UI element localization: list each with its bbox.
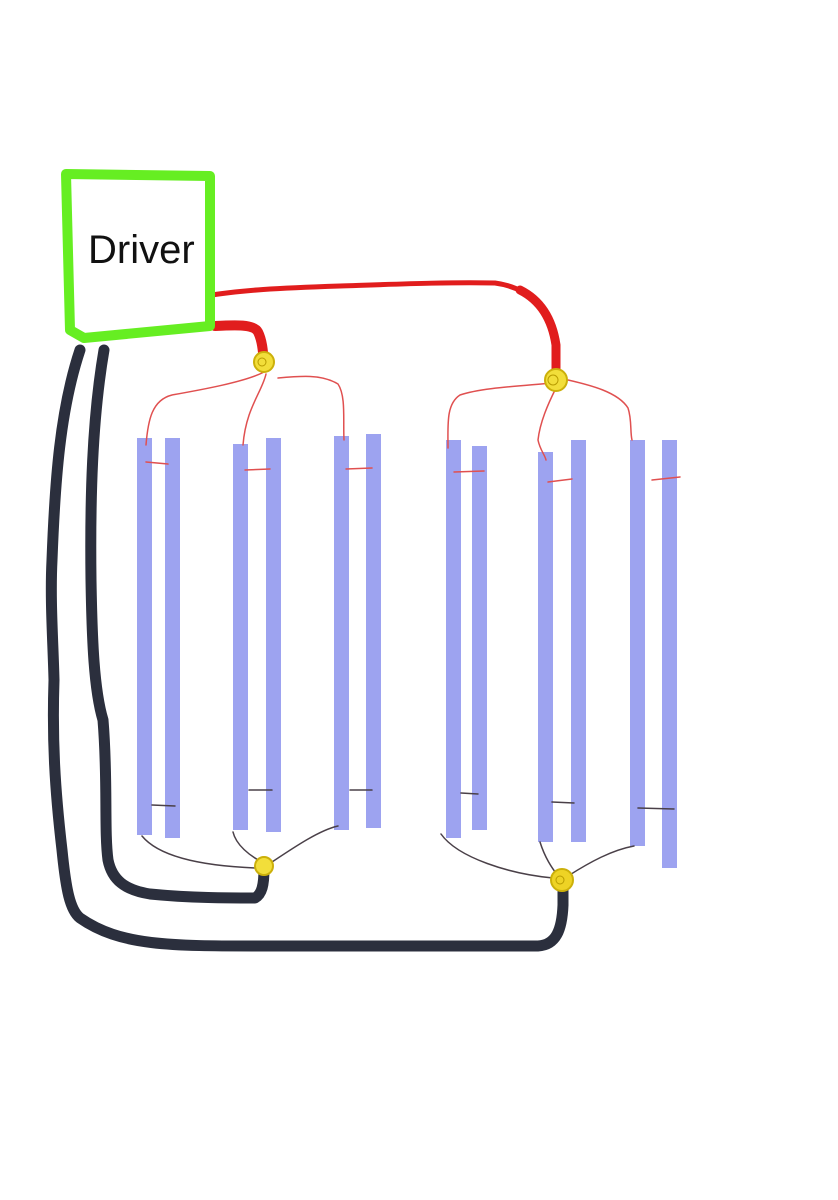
positive-lead-5 — [537, 387, 557, 461]
negative-lead-1 — [141, 835, 257, 869]
positive-crossbar-2 — [244, 468, 271, 471]
positive-crossbar-4 — [453, 470, 485, 473]
driver-box — [61, 169, 215, 343]
led-strip-12 — [662, 440, 677, 868]
led-strip-8 — [472, 446, 487, 830]
negative-crossbar-5 — [551, 801, 575, 804]
negative-wire-group-1 — [85, 344, 270, 904]
led-strip-5 — [334, 436, 349, 830]
positive-leads — [145, 371, 681, 483]
negative-wires — [45, 344, 569, 952]
led-strip-4 — [266, 438, 281, 832]
junctions — [253, 351, 574, 892]
positive-wire-group-2-thick — [515, 285, 561, 381]
negative-lead-3 — [271, 825, 339, 863]
positive-lead-6 — [567, 379, 633, 441]
positive-lead-4 — [447, 382, 553, 449]
positive-crossbar-1 — [145, 461, 169, 465]
led-strip-10 — [571, 440, 586, 842]
led-strip-6 — [366, 434, 381, 828]
junction-negative-1 — [254, 856, 274, 876]
negative-leads — [141, 789, 675, 879]
positive-crossbar-5 — [547, 478, 573, 483]
positive-lead-1 — [145, 371, 265, 446]
positive-lead-2 — [242, 373, 267, 446]
led-strip-3 — [233, 444, 248, 830]
negative-wire-main — [45, 344, 569, 952]
junction-positive-2 — [544, 368, 568, 392]
led-strip-1 — [137, 438, 152, 835]
led-strips — [137, 434, 677, 868]
positive-crossbar-6 — [651, 476, 681, 481]
negative-crossbar-1 — [151, 804, 176, 807]
driver-label: Driver — [88, 228, 195, 272]
negative-lead-6 — [567, 845, 635, 877]
negative-lead-4 — [440, 833, 554, 879]
positive-lead-3 — [277, 375, 345, 441]
negative-crossbar-4 — [460, 792, 479, 795]
junction-positive-1 — [253, 351, 275, 373]
junction-negative-2 — [550, 868, 574, 892]
negative-crossbar-6 — [637, 807, 675, 810]
led-strip-9 — [538, 452, 553, 842]
negative-lead-2 — [232, 831, 263, 863]
led-strip-11 — [630, 440, 645, 846]
led-strip-7 — [446, 440, 461, 838]
led-strip-2 — [165, 438, 180, 838]
positive-crossbar-3 — [345, 467, 373, 470]
